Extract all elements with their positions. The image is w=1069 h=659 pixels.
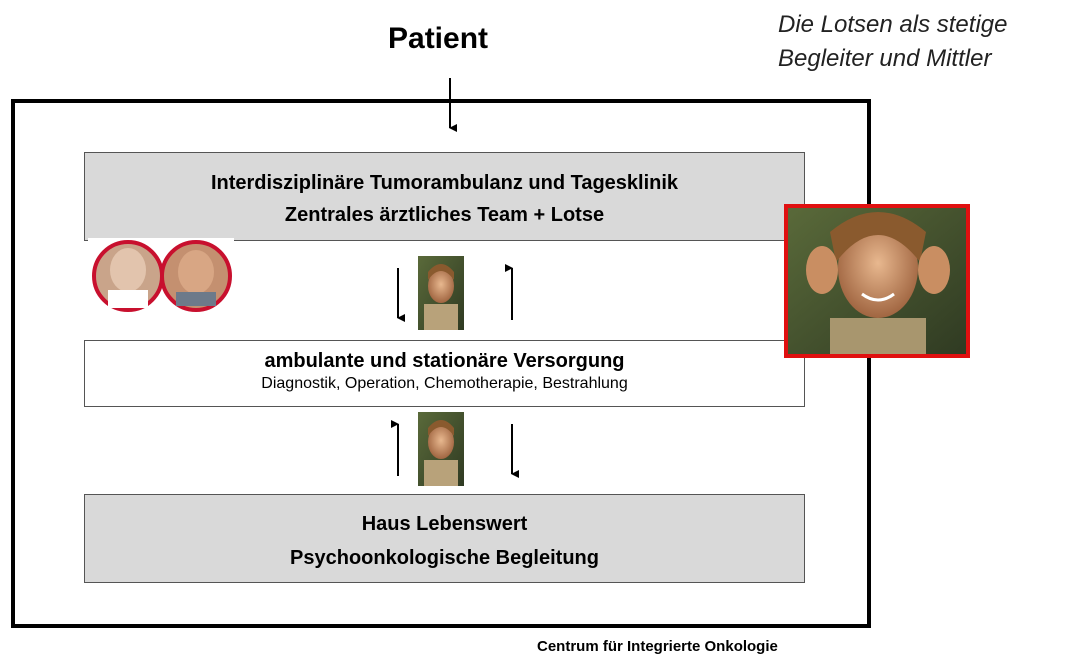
haus-lebenswert-box: Haus Lebenswert Psychoonkologische Begle… (84, 494, 805, 583)
lotse-photo-large (784, 204, 970, 358)
caption-line-1: Die Lotsen als stetige (778, 11, 1008, 38)
psychoonkologie-label: Psychoonkologische Begleitung (290, 547, 599, 569)
outer-frame (11, 99, 871, 628)
footer-label: Centrum für Integrierte Onkologie (537, 638, 778, 655)
haus-lebenswert-title: Haus Lebenswert (361, 513, 528, 535)
tumorambulanz-box: Interdisziplinäre Tumorambulanz und Tage… (84, 152, 805, 241)
lotse-photo-small-2 (418, 412, 464, 486)
team-lotse-label: Zentrales ärztliches Team + Lotse (284, 204, 605, 226)
versorgung-services: Diagnostik, Operation, Chemotherapie, Be… (261, 375, 628, 392)
caption-line-2: Begleiter und Mittler (778, 45, 992, 72)
doctors-photo (88, 238, 234, 316)
patient-label: Patient (388, 22, 489, 55)
tumorambulanz-title: Interdisziplinäre Tumorambulanz und Tage… (210, 172, 679, 194)
versorgung-title: ambulante und stationäre Versorgung (264, 350, 625, 372)
lotse-photo-small-1 (418, 256, 464, 330)
caption-text: Die Lotsen als stetige Begleiter und Mit… (778, 8, 1007, 76)
versorgung-box: ambulante und stationäre Versorgung Diag… (84, 340, 805, 407)
